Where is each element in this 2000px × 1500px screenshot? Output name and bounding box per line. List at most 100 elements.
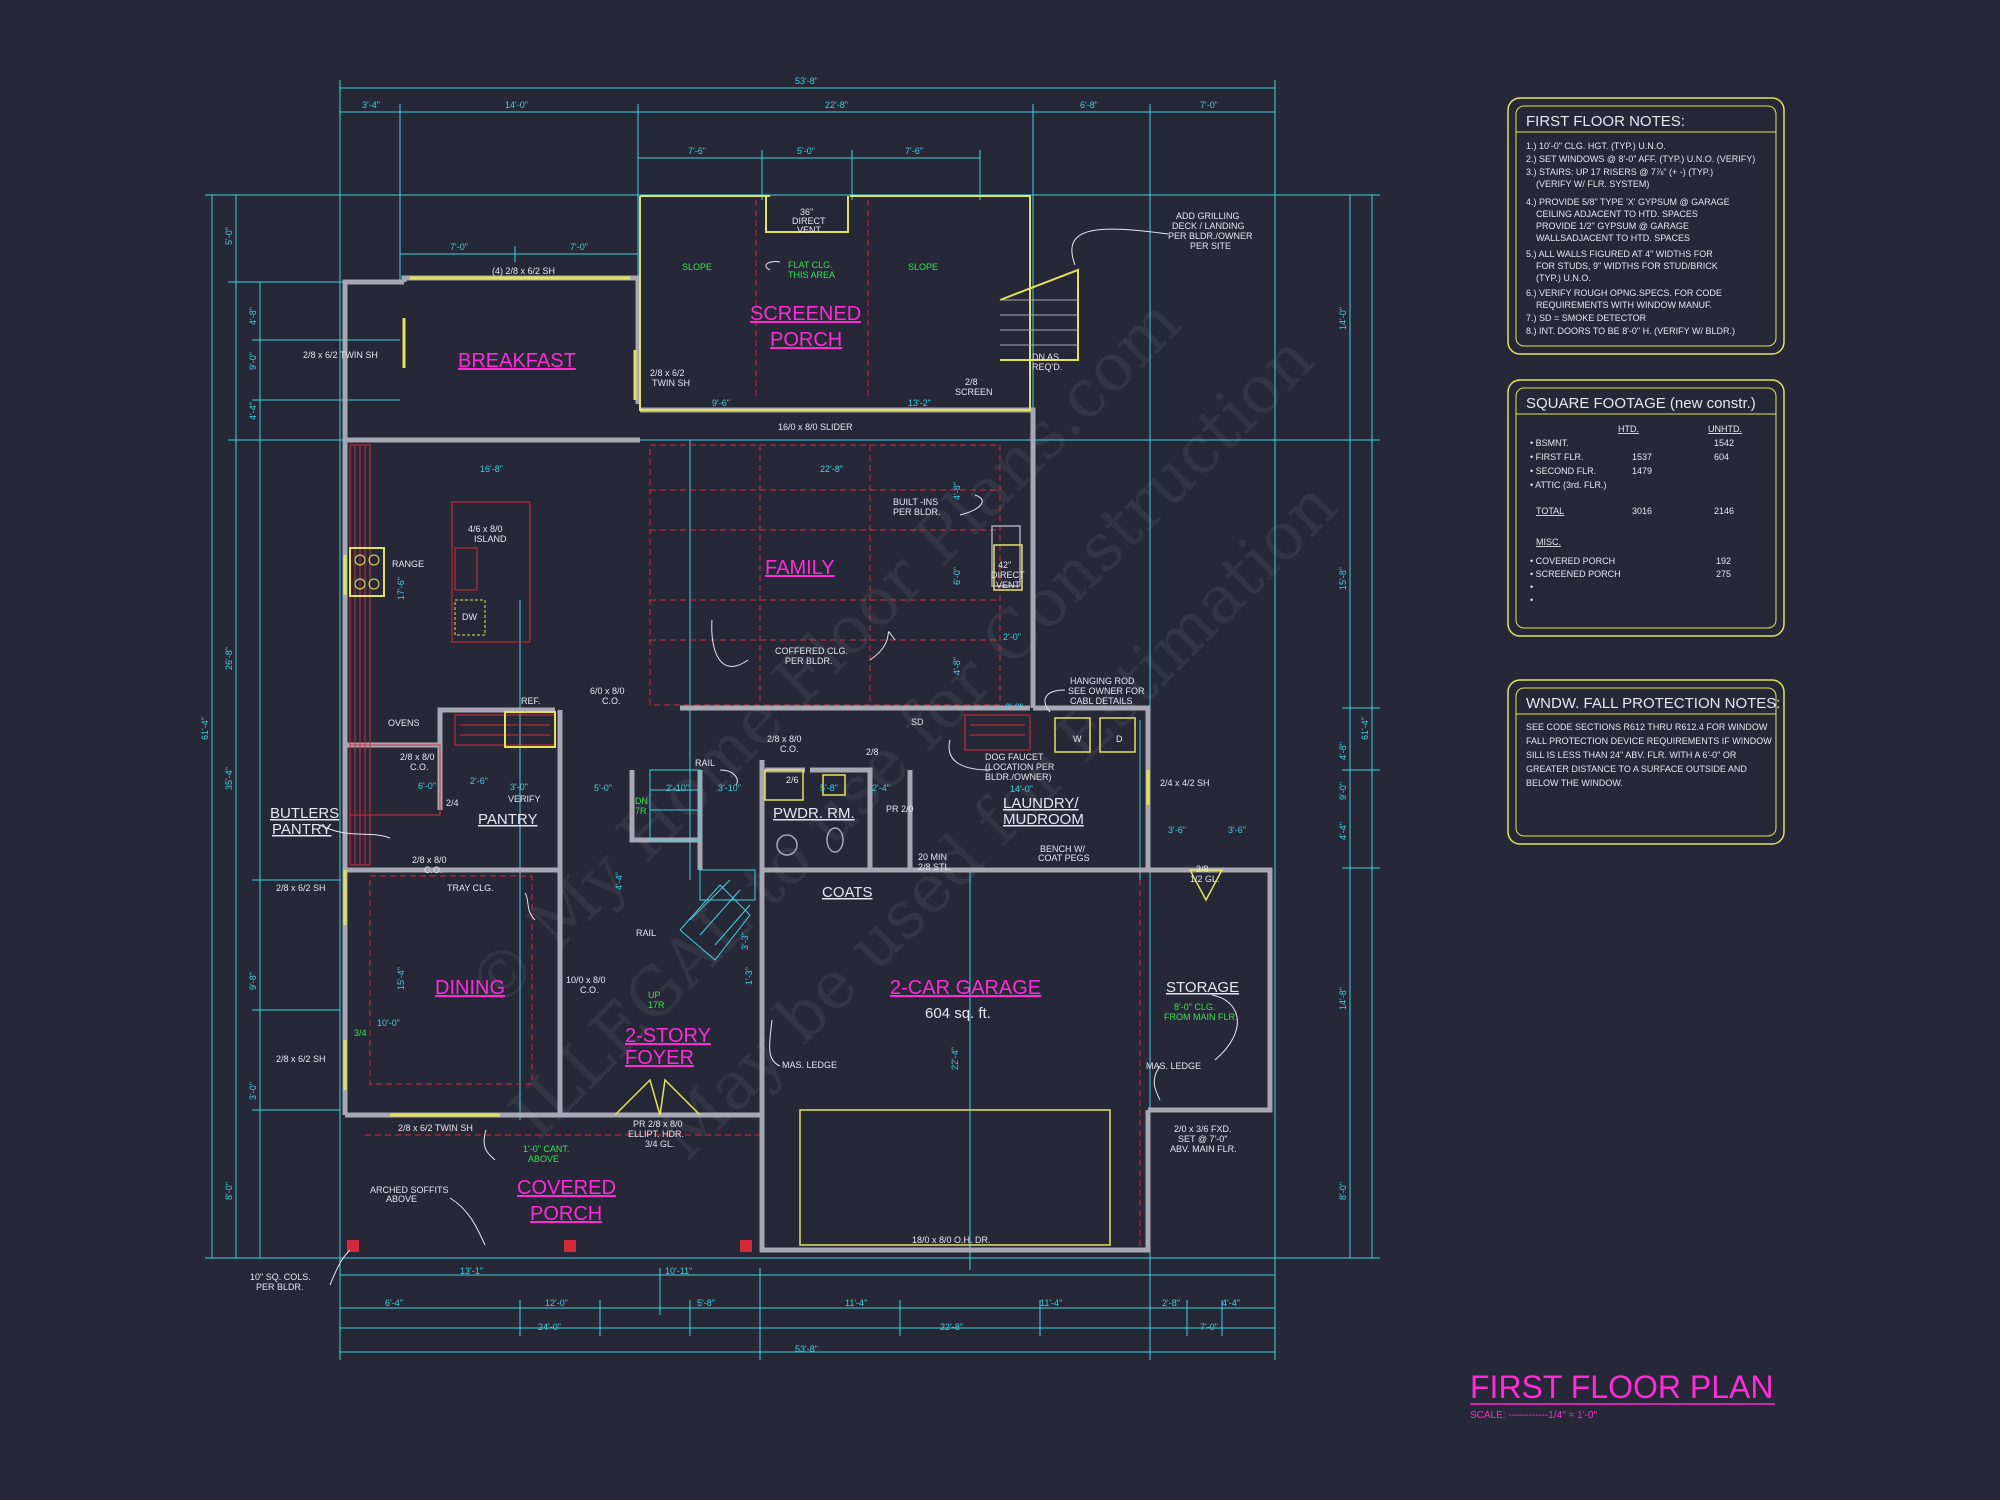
- room-covered-porch-1: COVERED: [517, 1177, 616, 1199]
- lbl-win-dining-2: 2/8 x 6/2 SH: [276, 1054, 326, 1064]
- lbl-up-1: UP: [648, 990, 661, 1000]
- dim-top-1: 3'-4": [362, 100, 380, 110]
- note-line-11: (TYP.) U.N.O.: [1536, 273, 1591, 283]
- lbl-built-ins-2: PER BLDR.: [893, 507, 941, 517]
- lbl-fxd-2: SET @ 7'-0": [1178, 1134, 1227, 1144]
- sqft-row-3-label: • SECOND FLR.: [1530, 466, 1596, 476]
- porch-columns: [347, 1240, 752, 1252]
- dim-bottom-r3-2: 22'-8": [940, 1322, 963, 1332]
- dim-right-5: 4'-4": [1338, 822, 1348, 840]
- lbl-pantry-dim-1: 6'-0": [418, 781, 436, 791]
- lbl-family-vert-2: 6'-0": [952, 567, 962, 585]
- lbl-win-dining-1: 2/8 x 6/2 SH: [276, 883, 326, 893]
- lbl-dryer: D: [1116, 734, 1123, 744]
- note-line-12: 6.) VERIFY ROUGH OPNG.SPECS. FOR CODE: [1526, 288, 1722, 298]
- lbl-cant-2: ABOVE: [528, 1154, 559, 1164]
- dim-top-5: 7'-0": [1200, 100, 1218, 110]
- sqft-total-htd: 3016: [1632, 506, 1652, 516]
- note-line-1: 1.) 10'-0" CLG. HGT. (TYP.) U.N.O.: [1526, 141, 1666, 151]
- lbl-screen-door-2: SCREEN: [955, 387, 993, 397]
- dim-top-2: 14'-0": [505, 100, 528, 110]
- lbl-verify: VERIFY: [508, 794, 541, 804]
- lbl-slope-left: SLOPE: [682, 262, 712, 272]
- lbl-win-breakfast-right-2: TWIN SH: [652, 378, 690, 388]
- dim-left-8: 8'-0": [224, 1182, 234, 1200]
- lbl-foyer-dim-1: 4'-4": [614, 872, 624, 890]
- lbl-stair-dim-5: 2'-4": [872, 783, 890, 793]
- first-floor-notes: FIRST FLOOR NOTES: 1.) 10'-0" CLG. HGT. …: [1507, 97, 1785, 355]
- lbl-win-laundry: 2/4 x 4/2 SH: [1160, 778, 1210, 788]
- lbl-direct-vent-3: VENT: [797, 225, 822, 235]
- note-line-3: 3.) STAIRS: UP 17 RISERS @ 7⅞" (+ -) (TY…: [1526, 167, 1713, 177]
- dim-porch-3: 7'-6": [905, 146, 923, 156]
- dim-porch-2: 5'-0": [797, 146, 815, 156]
- lbl-rail: RAIL: [695, 758, 715, 768]
- wnotes-line-3: SILL IS LESS THAN 24" ABV. FLR. WITH A 6…: [1526, 750, 1737, 760]
- sqft-row-1-unhtd: 1542: [1714, 438, 1734, 448]
- lbl-door-26: 2/6: [786, 775, 799, 785]
- lbl-hanging-3: CABL DETAILS: [1070, 696, 1133, 706]
- lbl-clg-storage-2: FROM MAIN FLR.: [1164, 1012, 1238, 1022]
- room-storage: STORAGE: [1166, 979, 1239, 996]
- front-door: [614, 1078, 701, 1116]
- dim-left-1: 5'-0": [224, 227, 234, 245]
- sqft-total-unhtd: 2146: [1714, 506, 1734, 516]
- sqft-header-unhtd: UNHTD.: [1708, 424, 1742, 434]
- lbl-front-door-1: PR 2/8 x 8/0: [633, 1119, 683, 1129]
- lbl-win-breakfast-top: (4) 2/8 x 6/2 SH: [492, 266, 555, 276]
- lbl-rail2: RAIL: [636, 928, 656, 938]
- note-line-13: REQUIREMENTS WITH WINDOW MANUF.: [1536, 300, 1712, 310]
- sqft-row-1-label: • BSMNT.: [1530, 438, 1569, 448]
- lbl-foyer-dim-2: 3'-3": [740, 932, 750, 950]
- lbl-win-breakfast-right-1: 2/8 x 6/2: [650, 368, 685, 378]
- lbl-dn-2: 7R: [635, 806, 647, 816]
- lbl-cols-1: 10" SQ. COLS.: [250, 1272, 311, 1282]
- lbl-sd: SD: [911, 717, 924, 727]
- sqft-row-2-unhtd: 604: [1714, 452, 1729, 462]
- lbl-grill-3: PER BLDR./OWNER: [1168, 231, 1253, 241]
- note-line-10: FOR STUDS, 9" WIDTHS FOR STUD/BRICK: [1536, 261, 1718, 271]
- hidden-lines: [365, 200, 1141, 1250]
- lbl-gl-1: 2/8: [1196, 864, 1209, 874]
- sqft-row-2-htd: 1537: [1632, 452, 1652, 462]
- room-dining: DINING: [435, 977, 505, 999]
- window-fall-notes: WNDW. FALL PROTECTION NOTES: SEE CODE SE…: [1507, 679, 1785, 845]
- lbl-co-pantry-1: 2/8 x 8/0: [400, 752, 435, 762]
- lbl-tray: TRAY CLG.: [447, 883, 494, 893]
- lbl-porch-dim-1: 9'-6": [712, 398, 730, 408]
- dim-left-7: 3'-0": [248, 1082, 258, 1100]
- lbl-dining-dim-2: 10'-0": [377, 1018, 400, 1028]
- dim-right-6: 14'-8": [1338, 987, 1348, 1010]
- dim-top-total: 53'-8": [795, 76, 818, 86]
- dim-left-2: 4'-8": [248, 307, 258, 325]
- wnotes-title: WNDW. FALL PROTECTION NOTES:: [1526, 695, 1780, 712]
- room-butlers-pantry-1: BUTLERS: [270, 805, 339, 822]
- lbl-stair-dim-1: 5'-0": [594, 783, 612, 793]
- room-laundry-1: LAUNDRY/: [1003, 795, 1079, 812]
- sqft-total-label: TOTAL: [1536, 506, 1564, 516]
- stairs: [649, 769, 756, 961]
- room-screened-porch-1: SCREENED: [750, 303, 861, 325]
- dim-bottom-r2-2: 12'-0": [545, 1298, 568, 1308]
- lbl-arched-1: ARCHED SOFFITS: [370, 1185, 449, 1195]
- dim-right-4: 9'-0": [1338, 782, 1348, 800]
- lbl-mas-ledge-2: MAS. LEDGE: [1146, 1061, 1201, 1071]
- lbl-dn-1: DN: [635, 796, 648, 806]
- dim-bottom-r1-1: 13'-1": [460, 1266, 483, 1276]
- lbl-family-vert-1: 4'-8": [952, 482, 962, 500]
- lbl-grill-2: DECK / LANDING: [1172, 221, 1245, 231]
- room-screened-porch-2: PORCH: [770, 329, 842, 351]
- note-line-15: 8.) INT. DOORS TO BE 8'-0" H. (VERIFY W/…: [1526, 326, 1735, 336]
- lbl-screen-door-1: 2/8: [965, 377, 978, 387]
- dim-bottom-r2-1: 6'-4": [385, 1298, 403, 1308]
- wnotes-line-1: SEE CODE SECTIONS R612 THRU R612.4 FOR W…: [1526, 722, 1768, 732]
- lbl-foyer-dim-3: 1'-3": [744, 967, 754, 985]
- wnotes-line-4: GREATER DISTANCE TO A SURFACE OUTSIDE AN…: [1526, 764, 1747, 774]
- lbl-co-dining-2: C.O.: [424, 865, 443, 875]
- lbl-family-vert-3: 2'-0": [1003, 632, 1021, 642]
- lbl-island-1: 4/6 x 8/0: [468, 524, 503, 534]
- note-line-7: PROVIDE 1/2" GYPSUM @ GARAGE: [1536, 221, 1689, 231]
- lbl-island-2: ISLAND: [474, 534, 507, 544]
- lbl-min-stl-2: 2/8 STL.: [918, 862, 952, 872]
- pwdr-toilet: [826, 827, 844, 853]
